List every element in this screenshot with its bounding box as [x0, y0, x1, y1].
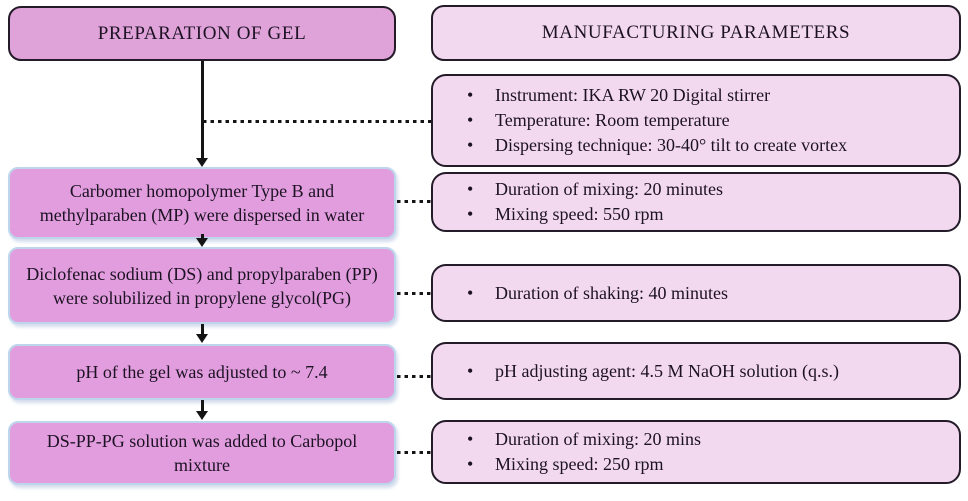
params-list: Duration of shaking: 40 minutes — [445, 281, 947, 306]
arrow-line-step3-to-step4 — [201, 400, 204, 413]
params-box-ph-agent: pH adjusting agent: 4.5 M NaOH solution … — [431, 342, 961, 400]
params-box-shaking: Duration of shaking: 40 minutes — [431, 264, 961, 322]
params-box-mixing-1: Duration of mixing: 20 minutes Mixing sp… — [431, 172, 961, 232]
dotted-connector-step2 — [397, 292, 431, 295]
param-item: Mixing speed: 550 rpm — [445, 202, 947, 227]
arrowhead-icon — [196, 238, 208, 247]
params-list: pH adjusting agent: 4.5 M NaOH solution … — [445, 359, 947, 384]
dotted-connector-step1 — [397, 200, 431, 203]
dotted-connector-step4 — [397, 451, 431, 454]
step-box-adjust-ph: pH of the gel was adjusted to ~ 7.4 — [8, 344, 396, 400]
param-item: Temperature: Room temperature — [445, 108, 947, 133]
arrow-line-step2-to-step3 — [201, 324, 204, 336]
dotted-connector-step3 — [397, 375, 431, 378]
arrowhead-icon — [196, 411, 208, 420]
param-item: Duration of mixing: 20 minutes — [445, 177, 947, 202]
param-item: Mixing speed: 250 rpm — [445, 452, 947, 477]
params-list: Duration of mixing: 20 minutes Mixing sp… — [445, 177, 947, 227]
step-box-disperse-carbomer: Carbomer homopolymer Type B and methylpa… — [8, 167, 396, 239]
param-item: Dispersing technique: 30-40° tilt to cre… — [445, 133, 947, 158]
step-box-add-solution: DS-PP-PG solution was added to Carbopol … — [8, 421, 396, 485]
left-column-header: PREPARATION OF GEL — [8, 6, 396, 61]
param-item: Instrument: IKA RW 20 Digital stirrer — [445, 83, 947, 108]
param-item: Duration of shaking: 40 minutes — [445, 281, 947, 306]
arrow-line-step1-to-step2 — [201, 234, 204, 240]
params-list: Instrument: IKA RW 20 Digital stirrer Te… — [445, 83, 947, 158]
step-box-solubilize-ds: Diclofenac sodium (DS) and propylparaben… — [8, 247, 396, 324]
dotted-connector-dispersing — [203, 120, 431, 123]
params-box-mixing-2: Duration of mixing: 20 mins Mixing speed… — [431, 420, 961, 484]
arrowhead-icon — [196, 334, 208, 343]
param-item: pH adjusting agent: 4.5 M NaOH solution … — [445, 359, 947, 384]
params-list: Duration of mixing: 20 mins Mixing speed… — [445, 427, 947, 477]
arrow-line-header-to-step1 — [201, 61, 204, 159]
params-box-dispersing: Instrument: IKA RW 20 Digital stirrer Te… — [431, 74, 961, 167]
param-item: Duration of mixing: 20 mins — [445, 427, 947, 452]
arrowhead-icon — [196, 158, 208, 167]
right-column-header: MANUFACTURING PARAMETERS — [431, 5, 961, 61]
